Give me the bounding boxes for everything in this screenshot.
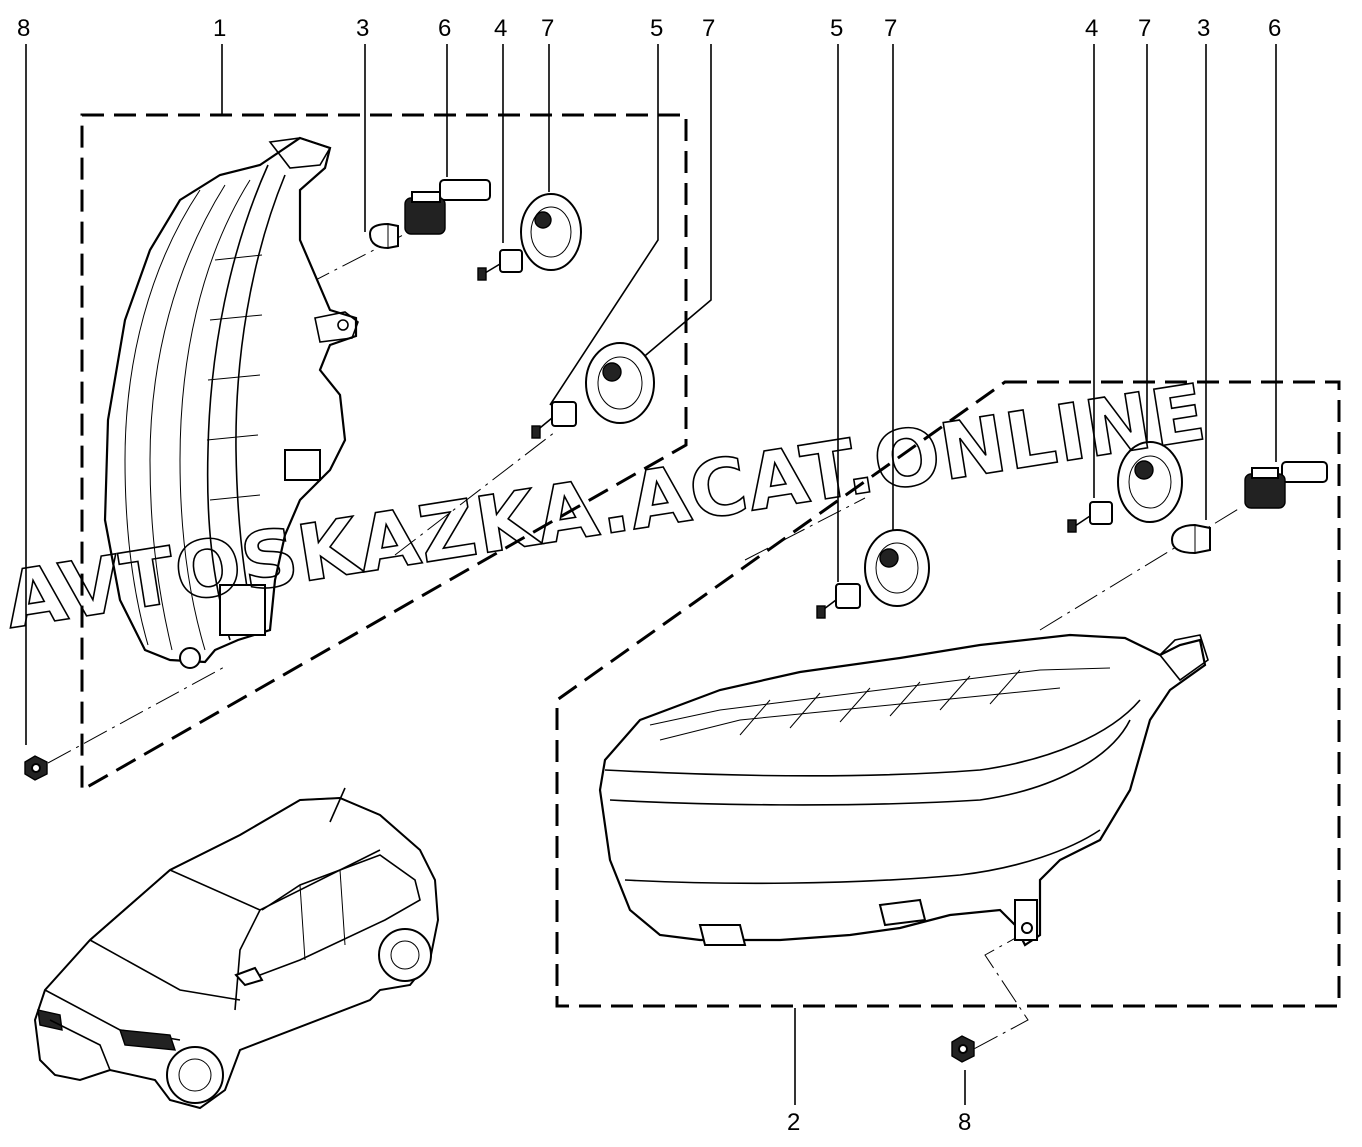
callout-3-right: 3 bbox=[1197, 15, 1210, 42]
callout-8-bottom: 8 bbox=[958, 1109, 971, 1136]
leader-lines bbox=[25, 44, 1277, 1105]
left-cap-lower bbox=[585, 342, 655, 424]
callout-4-right: 4 bbox=[1085, 15, 1098, 42]
callout-7-left-a: 7 bbox=[541, 15, 554, 42]
callout-7-left-b: 7 bbox=[702, 15, 715, 42]
callout-5-left: 5 bbox=[650, 15, 663, 42]
callout-2: 2 bbox=[787, 1109, 800, 1136]
callout-8-left: 8 bbox=[17, 15, 30, 42]
left-bulb-h-small bbox=[477, 249, 523, 281]
left-bulb-h-large bbox=[531, 401, 577, 439]
left-headlamp-housing bbox=[103, 136, 359, 669]
right-bulb-holder bbox=[1244, 461, 1328, 509]
callout-5-right: 5 bbox=[830, 15, 843, 42]
callout-6-right: 6 bbox=[1268, 15, 1281, 42]
callout-3-left: 3 bbox=[356, 15, 369, 42]
callout-7-right-b: 7 bbox=[1138, 15, 1151, 42]
vehicle-location-sketch bbox=[33, 787, 440, 1110]
left-bulb-holder bbox=[404, 179, 491, 235]
right-assembly-boundary bbox=[555, 380, 1341, 1008]
right-bulb-h-large bbox=[816, 583, 861, 619]
right-cap-upper bbox=[1117, 441, 1183, 523]
right-mounting-bolt bbox=[951, 1035, 975, 1063]
left-mounting-bolt bbox=[24, 755, 48, 781]
left-assembly-boundary bbox=[80, 113, 688, 793]
callout-6-left: 6 bbox=[438, 15, 451, 42]
left-side-bulb bbox=[368, 222, 399, 250]
callout-7-right-a: 7 bbox=[884, 15, 897, 42]
right-bulb-h-small bbox=[1067, 501, 1113, 533]
callout-4-left: 4 bbox=[494, 15, 507, 42]
right-headlamp-housing bbox=[598, 633, 1209, 947]
left-cap-upper bbox=[520, 193, 582, 271]
callout-labels: 8 1 3 6 4 7 5 7 5 7 4 7 3 6 2 8 bbox=[17, 15, 1281, 1136]
right-side-bulb bbox=[1170, 523, 1211, 555]
right-cap-lower bbox=[864, 529, 930, 607]
callout-1: 1 bbox=[213, 15, 226, 42]
